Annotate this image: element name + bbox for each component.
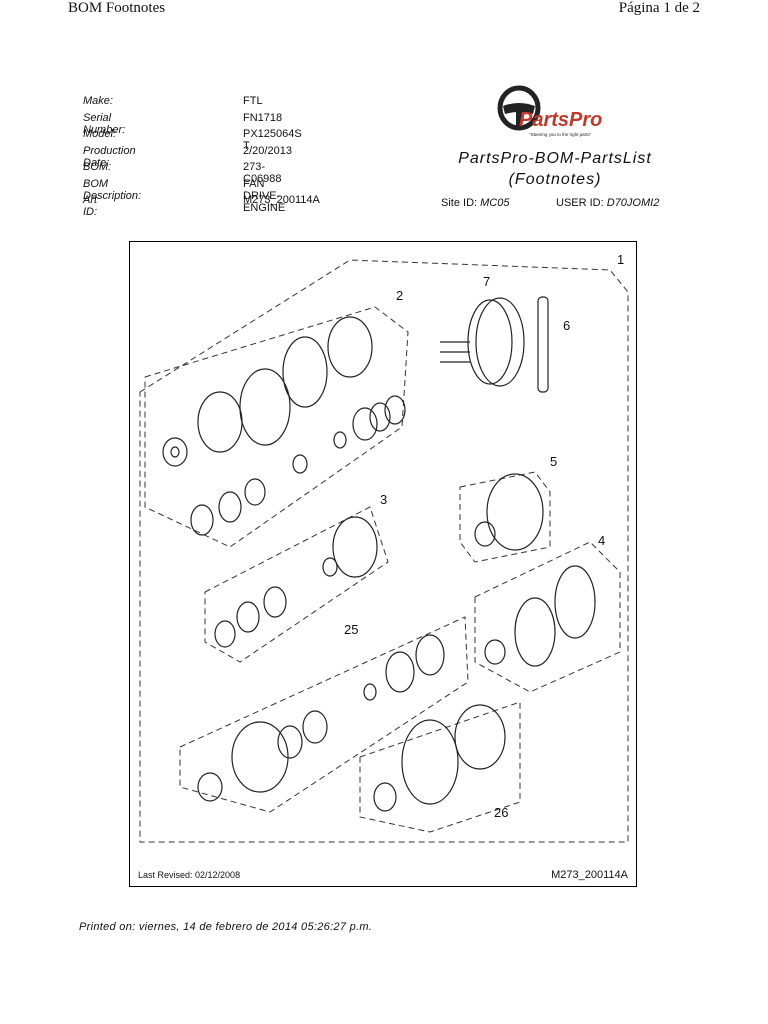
user-id-value: D70JOMI2: [606, 197, 660, 209]
svg-text:"Steering you to the right par: "Steering you to the right parts": [529, 132, 592, 137]
callout-25: 25: [344, 622, 359, 637]
callout-26: 26: [494, 805, 509, 820]
callout-4: 4: [598, 533, 606, 548]
callout-2: 2: [396, 288, 404, 303]
svg-text:PartsPro: PartsPro: [519, 109, 602, 131]
diagram-artwork: [139, 259, 629, 843]
info-value: M273_200114A: [243, 194, 320, 206]
info-label: Make:: [83, 95, 113, 107]
callout-1: 1: [617, 252, 625, 267]
info-value: PX125064S T: [243, 128, 302, 152]
page-header-title: BOM Footnotes: [68, 0, 166, 16]
info-label: BOM Description:: [83, 177, 142, 202]
info-value: 273-C06988: [243, 161, 282, 185]
site-id-value: MC05: [480, 197, 510, 209]
report-title-line2: (Footnotes): [508, 171, 602, 188]
info-label: Art ID:: [83, 194, 98, 218]
art-id-label: M273_200114A: [551, 869, 628, 881]
callout-6: 6: [563, 318, 571, 333]
site-id: Site ID: MC05: [441, 197, 509, 209]
printed-on: Printed on: viernes, 14 de febrero de 20…: [79, 921, 373, 933]
page-number: Página 1 de 2: [618, 0, 700, 16]
partspro-logo: PartsPro "Steering you to the right part…: [497, 84, 627, 146]
user-id-label: USER ID:: [556, 197, 604, 209]
info-label: Model:: [83, 128, 117, 140]
site-id-label: Site ID:: [441, 197, 478, 209]
exploded-parts-diagram: 1 2 7 6 5 3 4 25 26 Last Revised: 02/12/…: [129, 241, 637, 887]
callout-3: 3: [380, 492, 388, 507]
user-id: USER ID: D70JOMI2: [556, 197, 659, 209]
info-label: BOM:: [83, 161, 112, 173]
steering-wheel-icon: PartsPro "Steering you to the right part…: [497, 85, 602, 137]
info-label: Production Date:: [83, 144, 136, 169]
info-value: FAN DRIVE-ENGINE: [243, 177, 286, 214]
callout-7: 7: [483, 274, 491, 289]
callout-5: 5: [550, 454, 558, 469]
report-title: PartsPro-BOM-PartsList (Footnotes): [430, 148, 680, 190]
report-title-line1: PartsPro-BOM-PartsList: [458, 150, 652, 167]
info-value: FN1718: [243, 111, 283, 124]
info-label: Serial Number:: [83, 111, 126, 136]
last-revised: Last Revised: 02/12/2008: [138, 870, 241, 880]
info-value: 2/20/2013: [243, 144, 292, 157]
info-value: FTL: [243, 95, 263, 107]
